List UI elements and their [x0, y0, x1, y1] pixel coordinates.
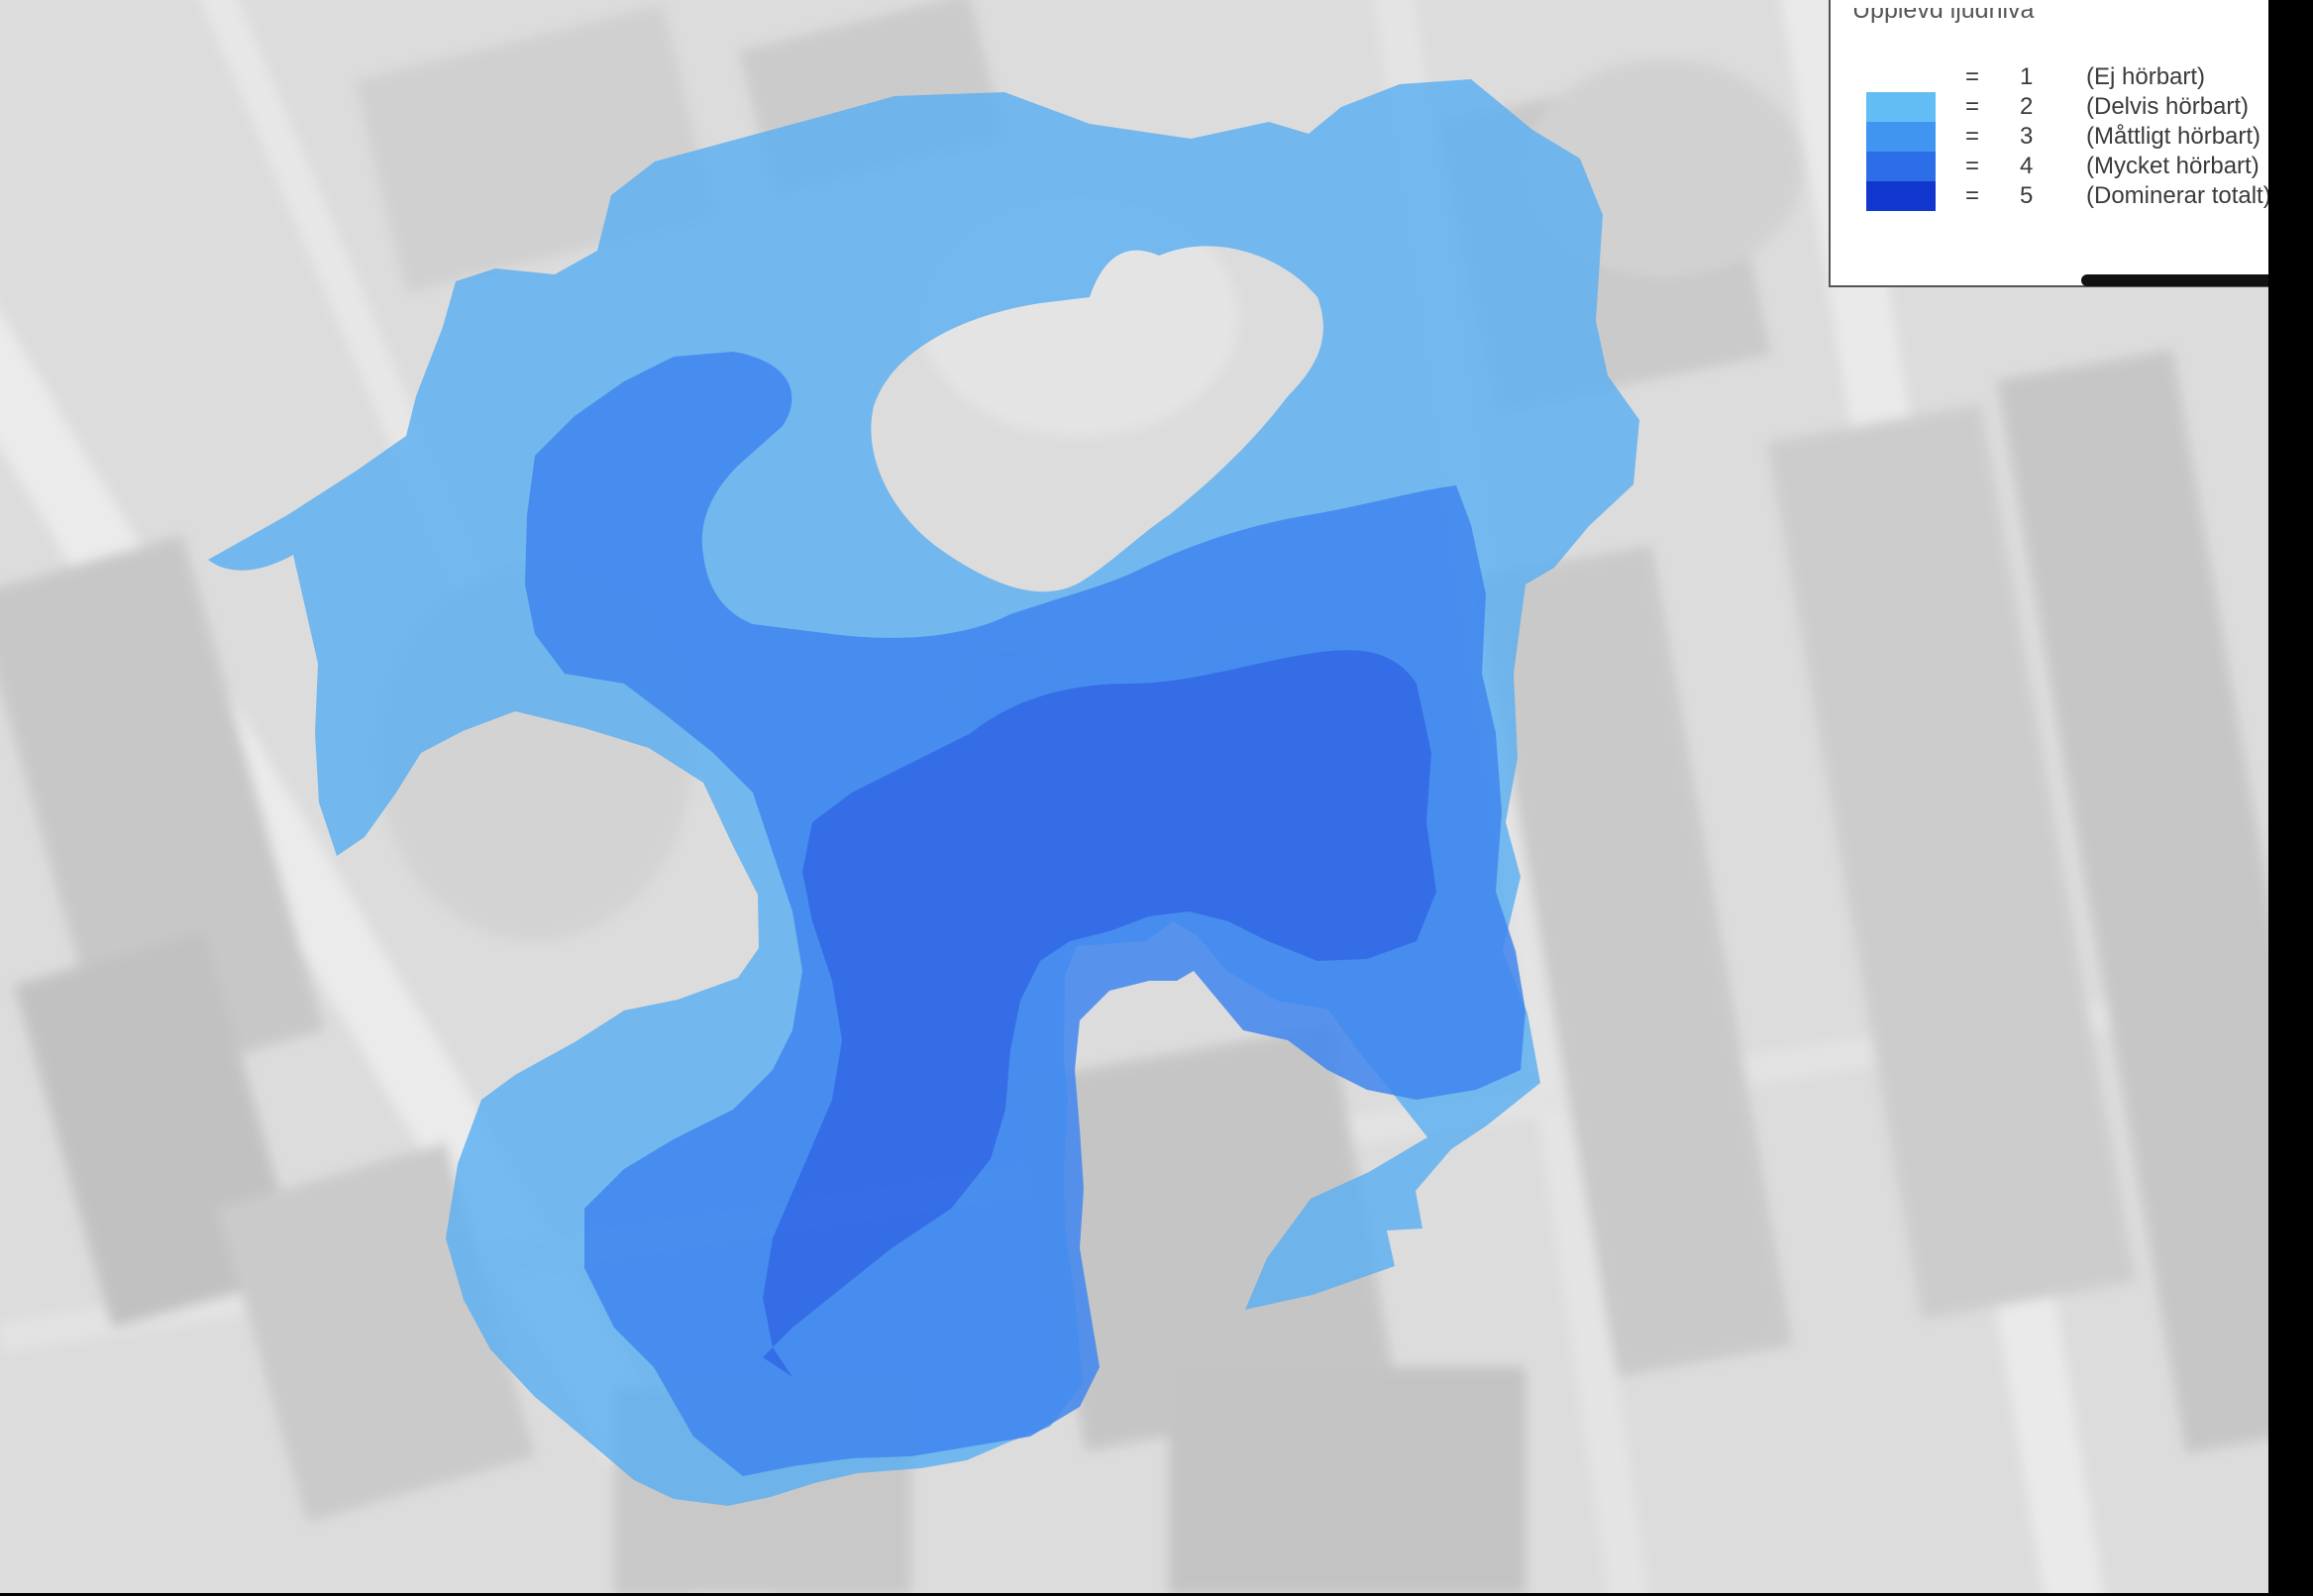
legend-swatch-1: [1866, 62, 1936, 92]
legend-item-4: = 4 (Mycket hörbart): [1831, 152, 2268, 181]
legend-swatch-4: [1866, 152, 1936, 181]
legend-swatch-5: [1866, 181, 1936, 211]
legend-title: Upplevd ljudnivå: [1852, 0, 2035, 24]
map-view[interactable]: Upplevd ljudnivå = 1 (Ej hörbart) = 2 (D…: [0, 0, 2268, 1593]
legend-item-2: = 2 (Delvis hörbart): [1831, 92, 2268, 122]
legend-swatch-2: [1866, 92, 1936, 122]
legend-item-3: = 3 (Måttligt hörbart): [1831, 122, 2268, 152]
legend-underline: [2081, 274, 2268, 286]
legend-item-5: = 5 (Dominerar totalt): [1831, 181, 2268, 211]
legend-swatch-3: [1866, 122, 1936, 152]
legend-item-1: = 1 (Ej hörbart): [1831, 62, 2268, 92]
map-legend: Upplevd ljudnivå = 1 (Ej hörbart) = 2 (D…: [1829, 0, 2268, 287]
sound-zones: [208, 79, 1639, 1506]
zone-level-4[interactable]: [763, 650, 1436, 1377]
